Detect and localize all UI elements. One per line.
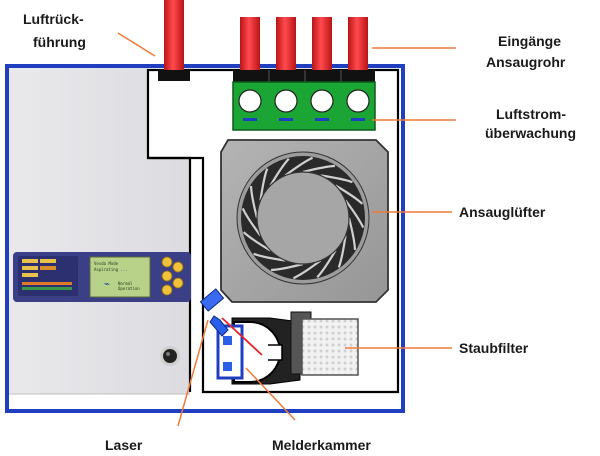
airflow-sensor-3: [310, 89, 334, 121]
lcd-screen: [89, 256, 151, 298]
fan-blade: [253, 252, 286, 262]
laser-beam: [221, 317, 263, 356]
inlet-pipe-2: [276, 17, 296, 73]
mesh-filter-icon: [301, 318, 359, 376]
air-return-pipe: [158, 0, 190, 81]
inlet-pipe-4: [348, 17, 368, 73]
panel-button-5: [161, 284, 173, 296]
fan-blade: [320, 174, 353, 184]
fan-blades: [241, 156, 365, 280]
fan-blade: [284, 156, 314, 177]
airflow-sensor-block: [232, 81, 376, 131]
fan-blade: [242, 231, 272, 252]
control-display-unit: Vesda Mode Aspirating ... ⌁ Normal Opera…: [13, 252, 191, 302]
fan-blade: [269, 157, 290, 187]
fan-hub: [256, 171, 350, 265]
panel-divider: [148, 156, 192, 392]
label-airflow-line1: Luftstrom-: [496, 106, 566, 122]
pointer-laser: [177, 319, 209, 427]
svg-text:Operation: Operation: [118, 286, 140, 291]
inlet-manifold-cap: [233, 70, 375, 82]
label-air-return-line1: Luftrück-: [23, 11, 84, 27]
panel-button-1: [161, 256, 173, 268]
fan-blade: [271, 262, 304, 272]
laser-diode-icon: [209, 315, 229, 337]
inlet-pipe-3: [312, 17, 332, 73]
diagram-labels: Luftrück- führung Eingänge Ansaugrohr Lu…: [23, 11, 576, 453]
fan-blade: [316, 249, 337, 279]
pointer-air-return: [117, 32, 156, 57]
label-air-return-line2: führung: [33, 34, 86, 50]
label-inlets-line1: Eingänge: [498, 33, 561, 49]
fan-blade: [292, 259, 322, 280]
svg-text:Aspirating ...: Aspirating ...: [94, 267, 128, 272]
fan-blade: [334, 184, 364, 205]
detector-chamber-assembly: [199, 288, 359, 385]
label-detector-chamber: Melderkammer: [272, 437, 371, 453]
fan-blade: [302, 164, 335, 174]
label-airflow-line2: überwachung: [485, 125, 576, 141]
fan-blade: [337, 235, 347, 268]
airflow-sensor-1: [238, 89, 262, 121]
label-dust-filter: Staubfilter: [459, 340, 529, 356]
label-inlets-line2: Ansaugrohr: [486, 54, 566, 70]
label-fan: Ansauglüfter: [459, 204, 546, 220]
panel-button-4: [172, 277, 184, 289]
inlet-pipes: [233, 17, 375, 82]
airflow-sensor-4: [346, 89, 370, 121]
fan-blade: [259, 168, 269, 201]
return-pipe-tube: [164, 0, 184, 76]
airflow-sensor-2: [274, 89, 298, 121]
key-lock: [160, 346, 180, 366]
svg-text:Vesda Mode: Vesda Mode: [94, 261, 119, 266]
fan-blade: [249, 186, 259, 219]
pointer-lines: [117, 32, 456, 427]
panel-button-2: [172, 261, 184, 273]
fan-blade: [241, 207, 262, 237]
return-pipe-fitting: [158, 70, 190, 81]
aspirator-fan: [220, 139, 389, 303]
label-laser: Laser: [105, 437, 143, 453]
fan-blade: [344, 199, 365, 229]
inlet-pipe-1: [240, 17, 260, 73]
panel-button-3: [161, 270, 173, 282]
laser-module: [199, 288, 225, 312]
svg-text:Normal: Normal: [118, 281, 133, 286]
fan-blade: [347, 217, 357, 250]
svg-text:⌁: ⌁: [104, 279, 110, 290]
pointer-detector-chamber: [245, 367, 296, 421]
front-panel: [9, 68, 190, 394]
